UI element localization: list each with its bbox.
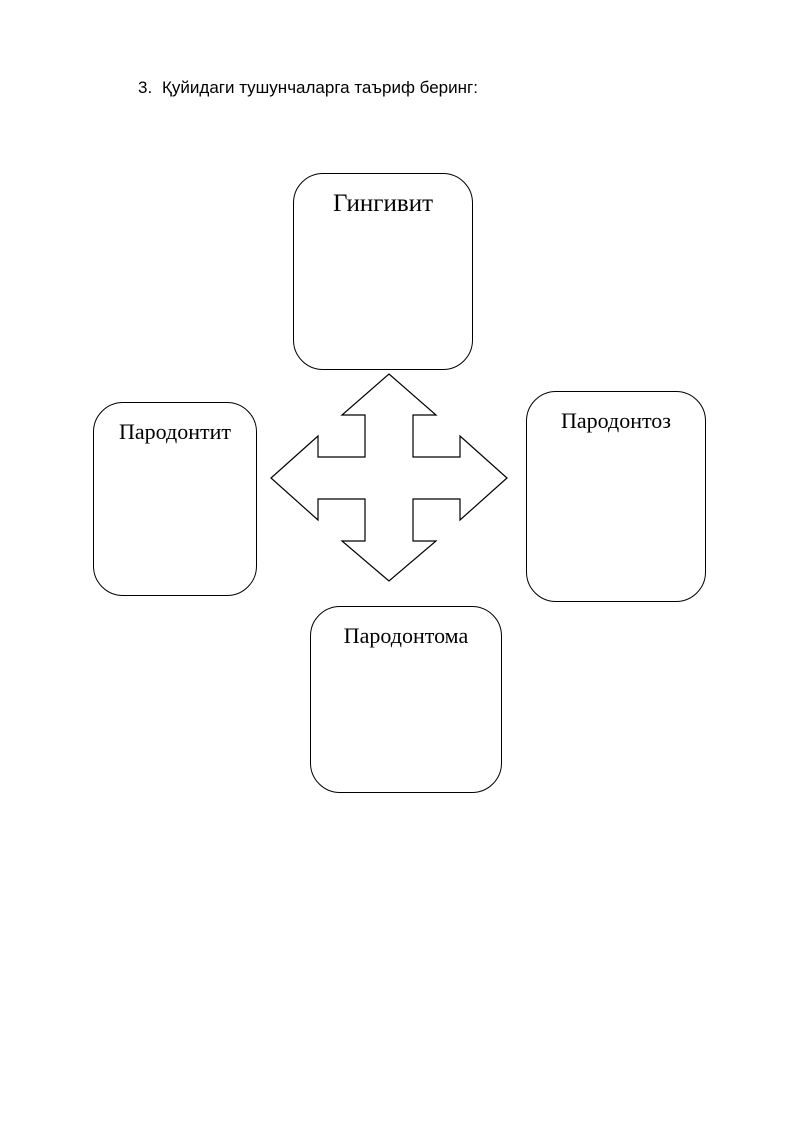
concept-box-gingivitis: Гингивит bbox=[293, 173, 473, 370]
concept-label-periodontoma: Пародонтома bbox=[343, 623, 469, 648]
task-number: 3. bbox=[138, 78, 153, 97]
task-heading: 3. Қуйидаги тушунчаларга таъриф беринг: bbox=[138, 77, 478, 99]
concept-box-periodontosis: Пародонтоз bbox=[526, 391, 706, 602]
concept-box-periodontitis: Пародонтит bbox=[93, 402, 257, 596]
concept-label-gingivitis: Гингивит bbox=[333, 190, 433, 217]
concept-label-periodontitis: Пародонтит bbox=[119, 419, 231, 444]
concept-label-periodontosis: Пародонтоз bbox=[561, 408, 671, 433]
four-way-arrow-shape bbox=[270, 373, 508, 582]
task-text: Қуйидаги тушунчаларга таъриф беринг: bbox=[162, 78, 478, 97]
concept-box-periodontoma: Пародонтома bbox=[310, 606, 502, 793]
